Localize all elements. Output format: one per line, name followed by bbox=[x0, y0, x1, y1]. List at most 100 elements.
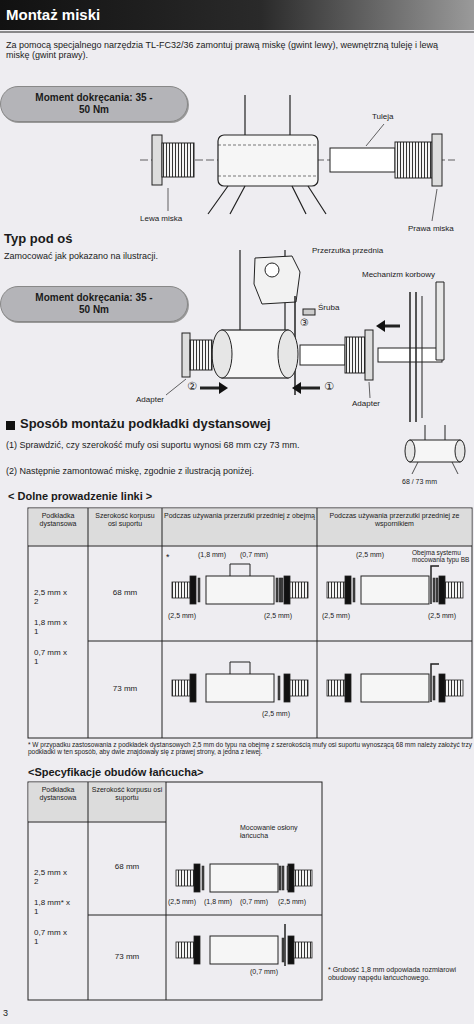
label-text: Podkładka dystansowa bbox=[30, 786, 86, 802]
stroke bbox=[166, 379, 186, 395]
shape bbox=[245, 95, 290, 135]
label-text: Adapter bbox=[352, 399, 380, 408]
torque-badge: Moment dokręcania: 35 - 50 Nm bbox=[0, 86, 188, 122]
stroke bbox=[88, 915, 322, 916]
stroke bbox=[162, 508, 163, 738]
part-outline bbox=[290, 680, 308, 696]
torque-text: Moment dokręcania: 35 - 50 Nm bbox=[35, 92, 153, 116]
part-outline bbox=[281, 578, 283, 602]
label-text: 68 mm bbox=[90, 862, 164, 871]
stroke bbox=[432, 189, 437, 221]
part-outline bbox=[278, 676, 280, 700]
part-outline bbox=[276, 578, 278, 602]
shape bbox=[436, 282, 444, 360]
part-outline bbox=[345, 576, 351, 604]
part-outline bbox=[190, 674, 196, 702]
label-text: < Dolne prowadzenie linki > bbox=[8, 490, 152, 503]
part-outline bbox=[330, 148, 395, 172]
part-outline bbox=[288, 864, 294, 892]
part-outline bbox=[206, 576, 274, 604]
label-text: Przerzutka przednia bbox=[312, 246, 383, 255]
part-outline bbox=[395, 142, 432, 178]
stroke bbox=[28, 822, 166, 823]
label-text: (2,5 mm) bbox=[168, 612, 196, 620]
label-text: Tuleja bbox=[372, 112, 394, 121]
label-text: (2,5 mm) bbox=[264, 612, 292, 620]
table-header bbox=[29, 509, 472, 546]
stroke bbox=[422, 296, 423, 418]
label-text: Mocowanie osłony łańcucha bbox=[240, 824, 304, 840]
stroke bbox=[415, 292, 417, 422]
torque-badge: Moment dokręcania: 35 - 50 Nm bbox=[0, 286, 188, 322]
stroke bbox=[88, 782, 89, 1000]
label-text: (2,5 mm) bbox=[356, 551, 384, 559]
shape bbox=[292, 382, 301, 394]
stroke bbox=[168, 188, 169, 211]
shape bbox=[412, 462, 458, 474]
label-text: <Specyfikacje obudów łańcucha> bbox=[28, 766, 203, 779]
part-outline bbox=[279, 578, 281, 602]
label-text: (1,8 mm) bbox=[204, 898, 232, 906]
label-text: * bbox=[166, 552, 170, 562]
label-text: 68 / 73 mm bbox=[402, 478, 437, 486]
label-text: Sposób montażu podkładki dystansowej bbox=[20, 417, 271, 432]
label-text: (0,7 mm) bbox=[240, 551, 268, 559]
label-text: Obejma systemu mocowania typu BB bbox=[412, 549, 470, 564]
part-outline bbox=[198, 578, 200, 602]
stroke bbox=[298, 387, 320, 390]
part-outline bbox=[445, 582, 463, 598]
label-text: 2,5 mm x 2 bbox=[34, 588, 70, 606]
label-text: Podczas używania przerzutki przedniej z … bbox=[164, 512, 315, 520]
label-text: (2) Następnie zamontować miskę, zgodnie … bbox=[6, 466, 376, 476]
part-outline bbox=[365, 330, 373, 380]
part-outline bbox=[172, 582, 190, 598]
shape bbox=[208, 186, 326, 214]
stroke bbox=[200, 387, 222, 390]
label-text: Lewa miska bbox=[140, 214, 182, 223]
part-outline bbox=[194, 936, 200, 964]
label-text: (0,7 mm) bbox=[240, 898, 268, 906]
shape bbox=[376, 320, 385, 332]
part-outline bbox=[202, 866, 204, 890]
tube-end bbox=[278, 330, 298, 378]
label-text: (2,5 mm) bbox=[168, 898, 196, 906]
label-text: Śruba bbox=[318, 303, 339, 312]
part-outline bbox=[162, 143, 194, 177]
part-outline bbox=[303, 309, 315, 315]
shape bbox=[425, 425, 445, 440]
label-text: 0,7 mm x 1 bbox=[34, 648, 70, 666]
part-outline bbox=[218, 135, 318, 186]
part-outline bbox=[279, 866, 281, 890]
part-outline bbox=[294, 870, 312, 886]
part-outline bbox=[206, 674, 274, 702]
part-outline bbox=[436, 578, 438, 602]
label-text: ③ bbox=[300, 317, 309, 329]
label-text: Szerokość korpusu osi suportu bbox=[90, 512, 160, 528]
shape bbox=[230, 564, 250, 576]
part-outline bbox=[288, 936, 294, 964]
part-outline bbox=[194, 864, 200, 892]
label-text: Mechanizm korbowy bbox=[362, 270, 435, 279]
part-outline bbox=[439, 576, 445, 604]
shape bbox=[431, 664, 439, 702]
label-text: 2,5 mm x 2 bbox=[34, 868, 70, 886]
stroke bbox=[28, 546, 472, 547]
part-outline bbox=[284, 576, 290, 604]
torque-text: Moment dokręcania: 35 - 50 Nm bbox=[35, 292, 153, 316]
stroke bbox=[366, 124, 384, 146]
label-text: Za pomocą specjalnego narzędzia TL-FC32/… bbox=[6, 40, 461, 61]
label-text: ② bbox=[187, 380, 197, 393]
tube-end bbox=[455, 440, 465, 462]
label-text: 73 mm bbox=[90, 684, 160, 693]
label-text: (1,8 mm) bbox=[198, 551, 226, 559]
part-outline bbox=[172, 680, 190, 696]
stroke bbox=[369, 382, 370, 398]
part-outline bbox=[361, 674, 429, 702]
tube-end bbox=[212, 330, 232, 378]
stroke bbox=[317, 508, 318, 738]
stroke bbox=[0, 32, 474, 33]
label-text: (1) Sprawdzić, czy szerokość mufy osi su… bbox=[6, 440, 376, 450]
part-outline bbox=[28, 782, 322, 1000]
label-text: Zamocować jak pokazano na ilustracji. bbox=[4, 251, 158, 261]
part-outline bbox=[294, 942, 312, 958]
